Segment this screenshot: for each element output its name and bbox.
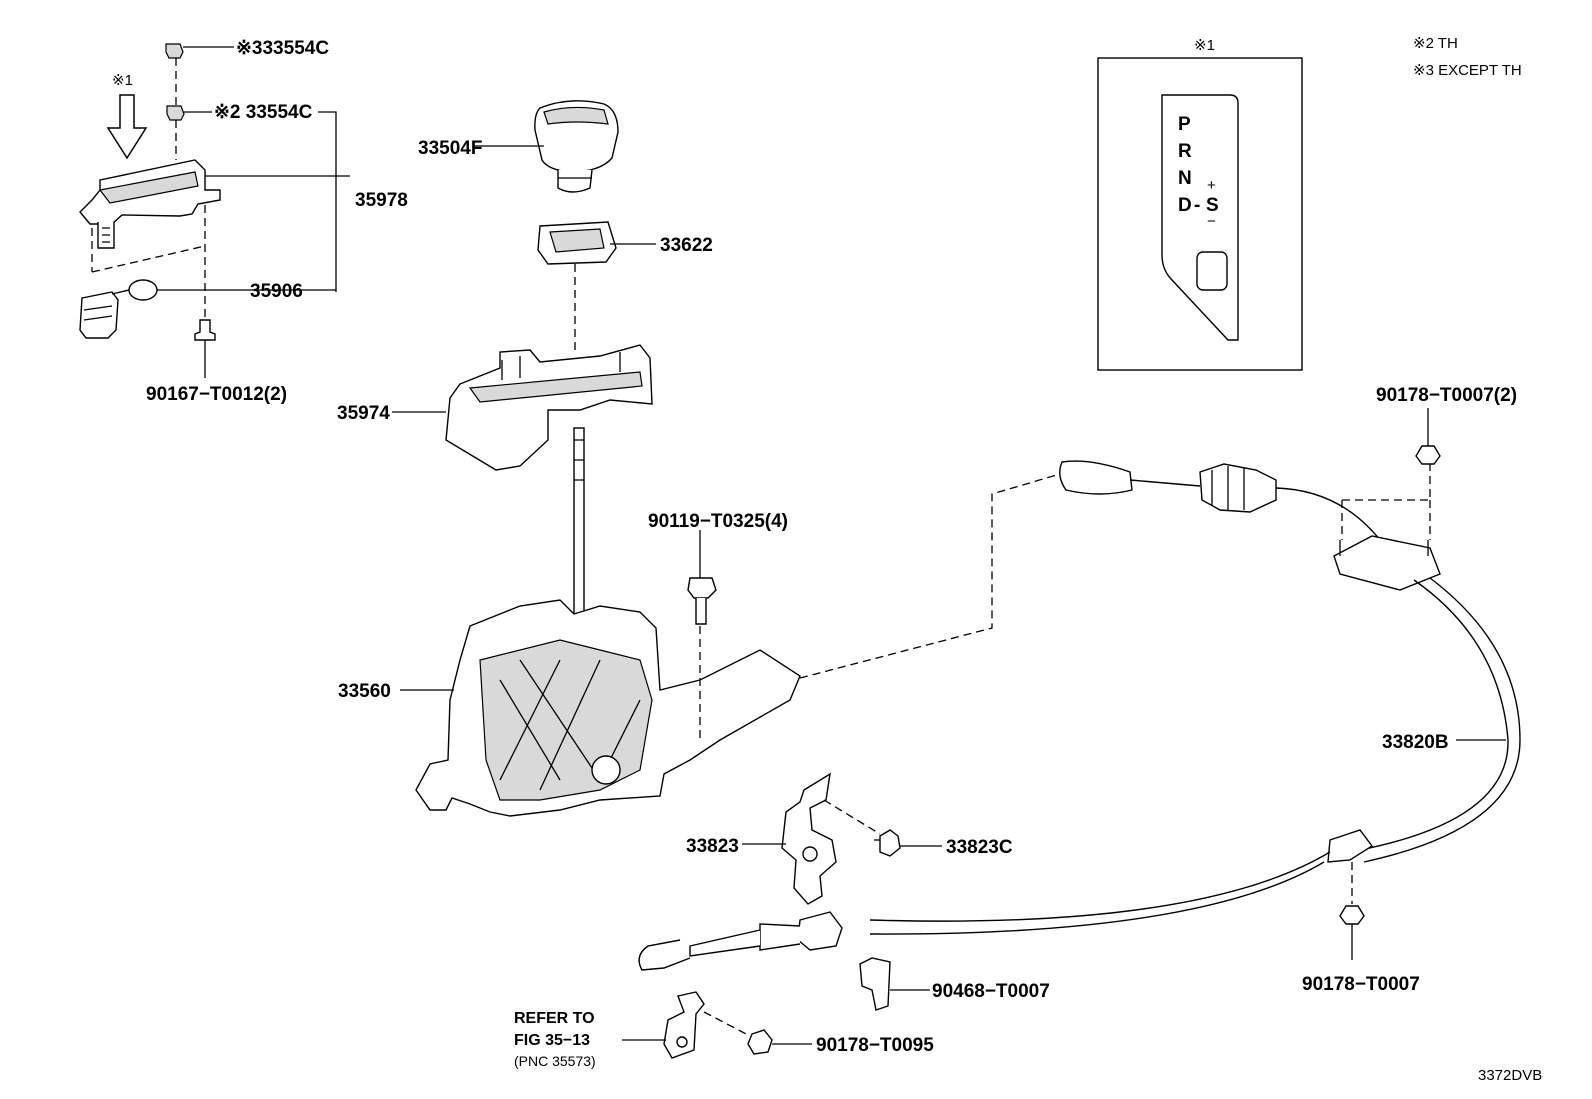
label-35978: 35978 — [355, 190, 408, 211]
shift-lever-33560 — [400, 427, 801, 817]
nut-90178-pair-icon — [1415, 445, 1441, 465]
label-33504f: 33504F — [418, 138, 482, 159]
view-mark: ※1 — [112, 72, 133, 89]
clip-33554c-mid — [166, 105, 185, 121]
label-35974: 35974 — [337, 403, 390, 424]
screw-33823c-icon — [879, 829, 901, 857]
label-33820b: 33820B — [1382, 732, 1449, 753]
refer-line1: REFER TO — [514, 1010, 595, 1027]
nut-90178-t0095-icon — [747, 1029, 773, 1055]
clip-90468 — [859, 957, 930, 1011]
label-33554c-mid: ※2 33554C — [214, 102, 313, 123]
gate-minus: − — [1207, 213, 1216, 230]
clip-33554c-top — [165, 43, 184, 59]
label-35906: 35906 — [250, 281, 303, 302]
label-90178-t0095: 90178−T0095 — [816, 1035, 934, 1056]
inset-title: ※1 — [1194, 37, 1215, 54]
label-90119: 90119−T0325(4) — [648, 511, 788, 532]
bracket-33823 — [742, 772, 942, 905]
diagram-code: 3372DVB — [1478, 1067, 1542, 1084]
gate-button-icon — [1196, 251, 1228, 291]
nut-90178-t0007-icon — [1339, 905, 1365, 925]
boot-33622 — [537, 221, 656, 350]
screw-90167-icon — [194, 319, 216, 341]
refer-bracket — [622, 991, 812, 1059]
gate-d: D — [1178, 195, 1192, 216]
label-33554c-top: ※333554C — [236, 38, 329, 59]
refer-line3: (PNC 35573) — [514, 1053, 596, 1069]
label-33560: 33560 — [338, 681, 391, 702]
view-arrow-icon — [106, 94, 148, 160]
gate-plus: + — [1207, 177, 1216, 194]
bulb-socket-35906 — [79, 291, 119, 339]
note-except-th: ※3 EXCEPT TH — [1413, 62, 1522, 79]
note-th: ※2 TH — [1413, 35, 1458, 52]
bolt-90119-icon — [687, 577, 717, 599]
label-33622: 33622 — [660, 235, 713, 256]
refer-line2: FIG 35−13 — [514, 1032, 590, 1049]
gate-p: P — [1178, 114, 1191, 135]
shift-knob-33504f — [474, 100, 619, 193]
label-90167: 90167−T0012(2) — [146, 384, 287, 405]
housing-35974 — [392, 344, 653, 471]
gate-inset: ※1 P R N D - S + − — [1097, 37, 1303, 371]
label-90468: 90468−T0007 — [932, 981, 1050, 1002]
gate-dash: - — [1194, 195, 1200, 216]
cable-33820b — [638, 408, 1521, 971]
label-33823: 33823 — [686, 836, 739, 857]
gate-s: S — [1206, 195, 1219, 216]
indicator-assembly: ※1 — [79, 43, 350, 378]
label-33823c: 33823C — [946, 837, 1013, 858]
gate-n: N — [1178, 168, 1192, 189]
label-90178-t0007-2: 90178−T0007(2) — [1376, 385, 1517, 406]
label-90178-t0007: 90178−T0007 — [1302, 974, 1420, 995]
gate-r: R — [1178, 141, 1192, 162]
